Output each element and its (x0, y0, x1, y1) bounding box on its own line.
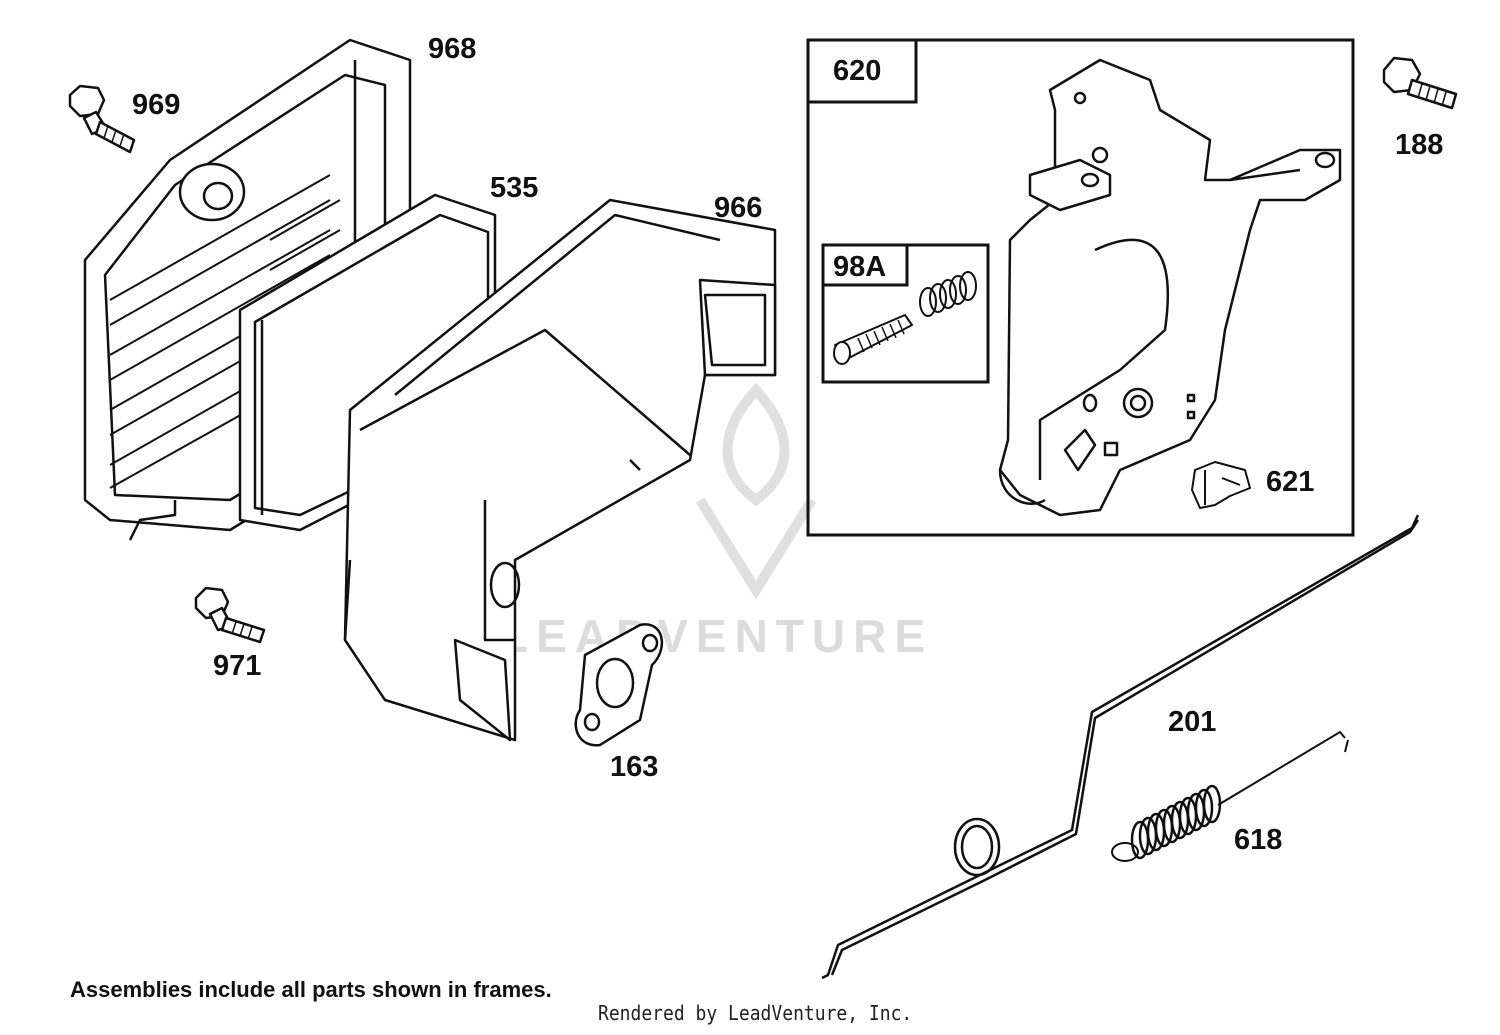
callout-618[interactable]: 618 (1234, 824, 1282, 856)
screw-and-spring-drawing (833, 271, 977, 365)
callout-968[interactable]: 968 (428, 33, 476, 65)
callout-188[interactable]: 188 (1395, 129, 1443, 161)
gasket-drawing (574, 623, 664, 747)
callout-620[interactable]: 620 (833, 55, 881, 87)
governor-link-drawing (821, 514, 1420, 980)
callout-98a[interactable]: 98A (833, 251, 886, 283)
callout-971[interactable]: 971 (213, 650, 261, 682)
assemblies-note: Assemblies include all parts shown in fr… (70, 977, 552, 1002)
callout-621[interactable]: 621 (1266, 466, 1314, 498)
callout-535[interactable]: 535 (490, 172, 538, 204)
rendered-by-credit: Rendered by LeadVenture, Inc. (598, 1001, 913, 1025)
clip-621-drawing (1191, 461, 1251, 509)
air-cleaner-base-drawing (343, 198, 777, 742)
callout-163[interactable]: 163 (610, 751, 658, 783)
bolt-971-drawing (194, 586, 266, 644)
bolt-188-drawing (1382, 56, 1458, 110)
callout-966[interactable]: 966 (714, 192, 762, 224)
callout-201[interactable]: 201 (1168, 706, 1216, 738)
bolt-969-drawing (68, 84, 136, 154)
control-bracket-drawing (998, 58, 1342, 517)
assembly-frame-620 (806, 38, 1355, 537)
callout-969[interactable]: 969 (132, 89, 180, 121)
governor-spring-drawing (1111, 730, 1349, 862)
watermark-text: LEADVENTURE (500, 610, 933, 662)
watermark-logo (695, 382, 817, 600)
assembly-frame-98a (821, 243, 990, 384)
